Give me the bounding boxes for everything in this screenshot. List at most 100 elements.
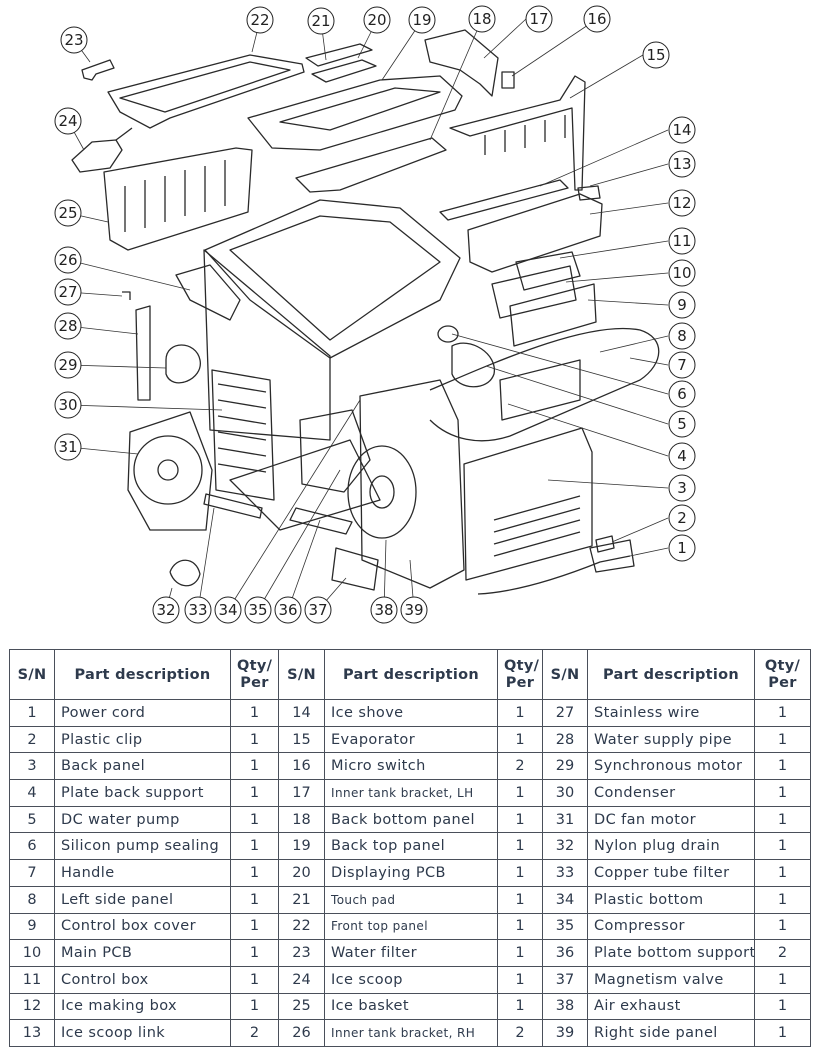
part-sn: 1 bbox=[9, 699, 55, 727]
nylon-plug-drain-drawing bbox=[169, 559, 201, 587]
callout-34: 34 bbox=[214, 596, 242, 624]
control-box-cover-drawing bbox=[509, 283, 597, 347]
callout-8: 8 bbox=[668, 322, 696, 350]
svg-text:30: 30 bbox=[58, 396, 77, 414]
part-qty: 1 bbox=[230, 992, 279, 1021]
part-qty: 1 bbox=[230, 699, 279, 727]
part-qty: 1 bbox=[497, 805, 543, 834]
svg-text:15: 15 bbox=[646, 46, 665, 64]
air-exhaust-drawing bbox=[347, 445, 417, 539]
silicon-pump-sealing-drawing bbox=[437, 325, 459, 343]
part-qty: 1 bbox=[497, 859, 543, 887]
part-qty: 1 bbox=[230, 912, 279, 941]
part-description: Magnetism valve bbox=[587, 965, 755, 994]
part-description: Synchronous motor bbox=[587, 752, 755, 781]
part-description: DC water pump bbox=[54, 805, 231, 834]
part-qty: 1 bbox=[754, 832, 811, 861]
plate-bottom-support-drawing bbox=[289, 507, 353, 535]
svg-text:31: 31 bbox=[58, 438, 77, 456]
callout-38: 38 bbox=[370, 596, 398, 624]
condenser-drawing bbox=[211, 369, 275, 501]
part-qty: 2 bbox=[230, 1019, 279, 1047]
callout-32: 32 bbox=[152, 596, 180, 624]
part-qty: 1 bbox=[497, 912, 543, 941]
control-box-drawing bbox=[515, 251, 581, 291]
callout-20: 20 bbox=[363, 6, 391, 34]
parts-table: S/N Part description Qty/Per S/N Part de… bbox=[9, 649, 811, 1047]
part-description: Power cord bbox=[54, 699, 231, 727]
svg-text:27: 27 bbox=[58, 283, 77, 301]
plate-back-support-drawing bbox=[499, 359, 581, 421]
svg-text:12: 12 bbox=[672, 194, 691, 212]
part-sn: 2 bbox=[9, 725, 55, 754]
part-qty: 1 bbox=[497, 725, 543, 754]
part-qty: 1 bbox=[754, 965, 811, 994]
dc-water-pump-drawing bbox=[451, 342, 495, 388]
callout-25: 25 bbox=[54, 199, 82, 227]
part-sn: 25 bbox=[278, 992, 325, 1021]
part-qty: 1 bbox=[230, 779, 279, 807]
part-qty: 1 bbox=[754, 992, 811, 1021]
callout-24: 24 bbox=[54, 107, 82, 135]
part-sn: 37 bbox=[542, 965, 588, 994]
callout-6: 6 bbox=[668, 380, 696, 408]
water-filter-drawing bbox=[81, 59, 115, 81]
header-sn: S/N bbox=[278, 649, 325, 700]
callout-10: 10 bbox=[668, 259, 696, 287]
part-sn: 27 bbox=[542, 699, 588, 727]
callout-26: 26 bbox=[54, 246, 82, 274]
callout-3: 3 bbox=[668, 474, 696, 502]
plastic-bottom-drawing bbox=[229, 439, 381, 531]
part-description: Air exhaust bbox=[587, 992, 755, 1021]
part-sn: 15 bbox=[278, 725, 325, 754]
displaying-pcb-drawing bbox=[311, 59, 377, 83]
part-sn: 7 bbox=[9, 859, 55, 887]
callout-39: 39 bbox=[400, 596, 428, 624]
part-description: Micro switch bbox=[324, 752, 498, 781]
part-qty: 1 bbox=[230, 939, 279, 967]
part-description: Main PCB bbox=[54, 939, 231, 967]
part-qty: 1 bbox=[754, 725, 811, 754]
part-qty: 1 bbox=[754, 1019, 811, 1047]
callout-22: 22 bbox=[246, 6, 274, 34]
part-description: Compressor bbox=[587, 912, 755, 941]
part-qty: 1 bbox=[497, 939, 543, 967]
part-qty: 1 bbox=[754, 912, 811, 941]
right-side-panel-drawing bbox=[359, 379, 465, 589]
callout-36: 36 bbox=[274, 596, 302, 624]
callout-30: 30 bbox=[54, 391, 82, 419]
part-qty: 1 bbox=[754, 752, 811, 781]
callout-23: 23 bbox=[60, 26, 88, 54]
part-description: Displaying PCB bbox=[324, 859, 498, 887]
svg-text:23: 23 bbox=[64, 31, 83, 49]
part-sn: 35 bbox=[542, 912, 588, 941]
svg-text:2: 2 bbox=[677, 509, 687, 527]
svg-text:18: 18 bbox=[472, 10, 491, 28]
part-qty: 1 bbox=[497, 699, 543, 727]
part-description: Ice scoop link bbox=[54, 1019, 231, 1047]
part-description: Ice shove bbox=[324, 699, 498, 727]
part-description: Stainless wire bbox=[587, 699, 755, 727]
part-sn: 19 bbox=[278, 832, 325, 861]
callout-9: 9 bbox=[668, 291, 696, 319]
micro-switch-drawing bbox=[501, 71, 515, 89]
svg-text:28: 28 bbox=[58, 317, 77, 335]
callout-18: 18 bbox=[468, 5, 496, 33]
svg-text:37: 37 bbox=[308, 601, 327, 619]
callout-4: 4 bbox=[668, 442, 696, 470]
dc-fan-motor-drawing bbox=[127, 411, 213, 531]
svg-text:26: 26 bbox=[58, 251, 77, 269]
header-part-description: Part description bbox=[587, 649, 755, 700]
callout-12: 12 bbox=[668, 189, 696, 217]
svg-text:10: 10 bbox=[672, 264, 691, 282]
callout-37: 37 bbox=[304, 596, 332, 624]
table-header-row: S/N Part description Qty/Per S/N Part de… bbox=[9, 649, 811, 700]
